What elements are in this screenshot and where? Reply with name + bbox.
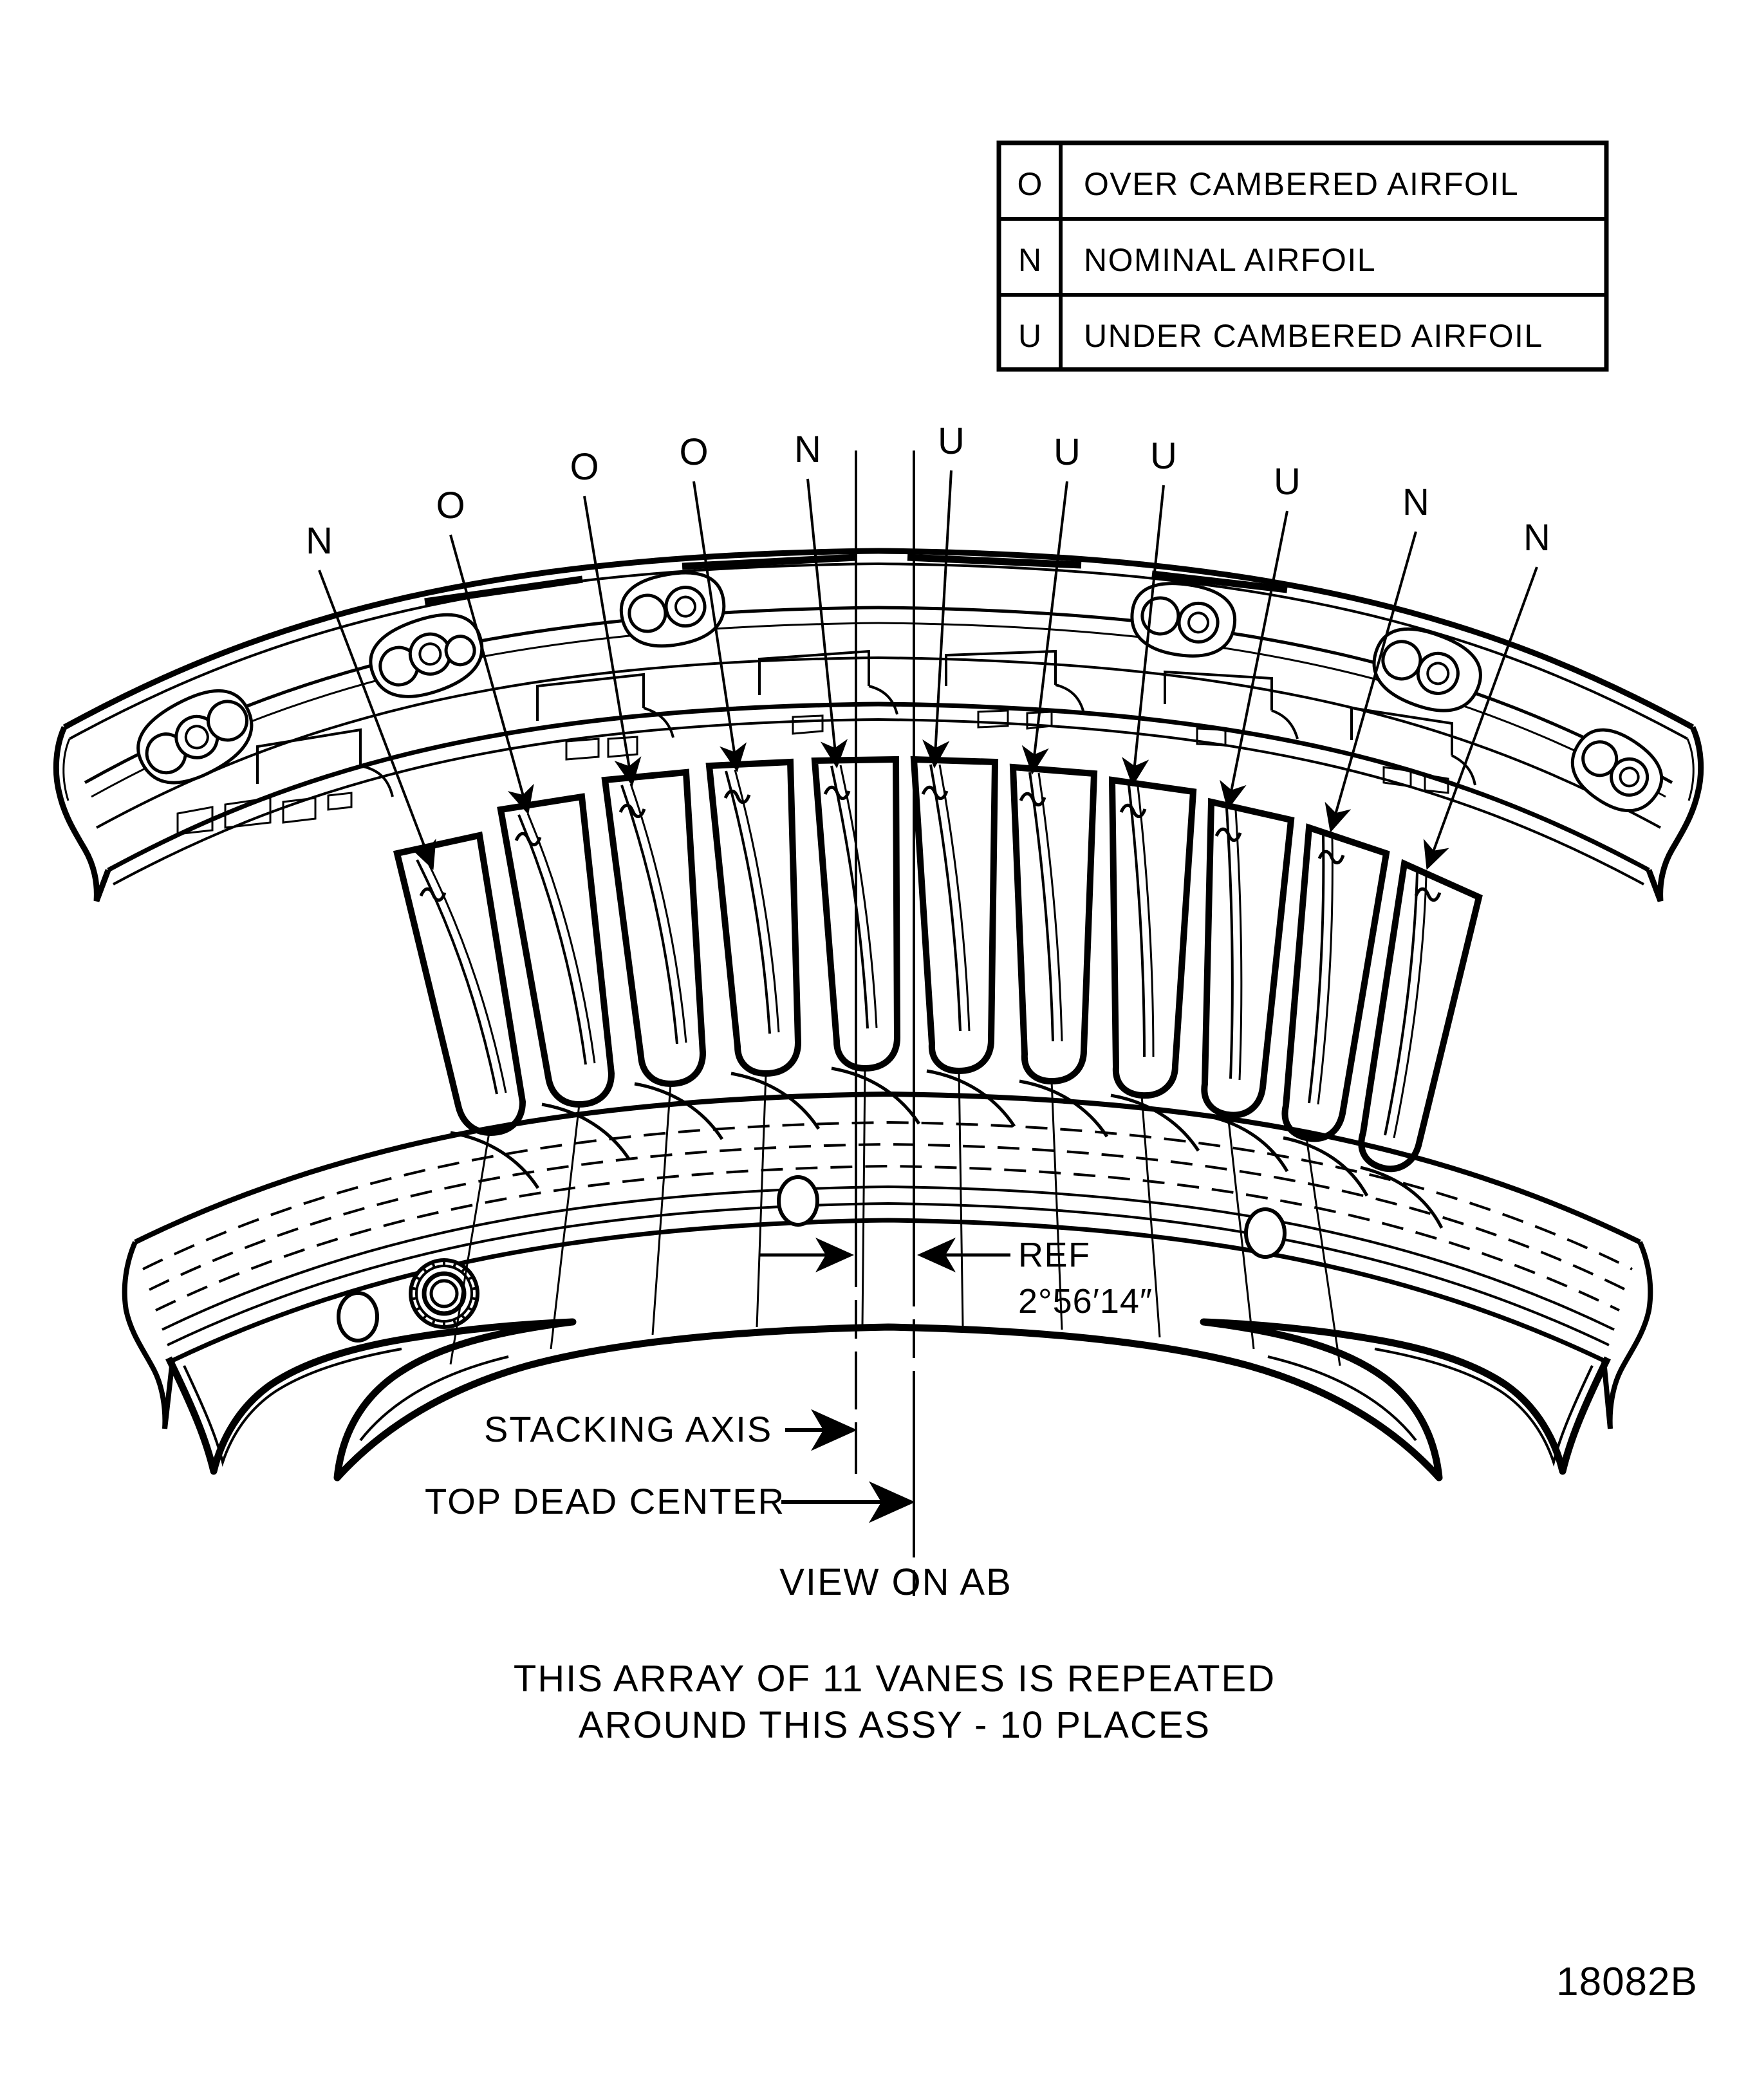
vane-assembly-drawing: N O O O N U U U U N N REF 2°56′14″ STACKING AXIS T… <box>53 420 1704 1596</box>
inner-shroud-rim <box>122 1091 1653 1482</box>
legend-desc-1: NOMINAL AIRFOIL <box>1084 242 1376 278</box>
vane-callout-leader-2 <box>449 534 534 815</box>
bolt-boss-cluster <box>136 571 1664 813</box>
note-line-1: THIS ARRAY OF 11 VANES IS REPEATED <box>514 1658 1276 1700</box>
rim-hole <box>777 1175 819 1227</box>
vane-callout-leader-4 <box>693 481 747 772</box>
legend-desc-2: UNDER CAMBERED AIRFOIL <box>1084 318 1543 354</box>
reference-axes <box>855 451 915 1596</box>
vane-tilde-mark-1 <box>419 887 447 902</box>
vane-callout-leader-1 <box>318 570 436 870</box>
legend-code-0: O <box>1018 166 1043 202</box>
outer-casing-band <box>53 548 1704 902</box>
vane-callout-labels: N O O O N U U U U N N <box>306 420 1550 562</box>
vane-tilde-mark-8 <box>1119 803 1147 819</box>
vane-array <box>393 756 1483 1229</box>
ref-angle-dimension: REF 2°56′14″ <box>759 1236 1153 1321</box>
top-dead-center-callout: TOP DEAD CENTER <box>425 1481 915 1523</box>
vane-tilde-mark-9 <box>1214 827 1242 842</box>
vane-callout-leader-10 <box>1325 531 1417 833</box>
vane-callout-leader-5 <box>806 478 848 768</box>
vane-projection-lines <box>449 1068 1341 1366</box>
vane-callout-code-6: U <box>938 420 965 462</box>
figure-number: 18082B <box>1556 1960 1698 2004</box>
ref-value: 2°56′14″ <box>1018 1282 1153 1321</box>
vane-callout-leader-11 <box>1423 566 1538 870</box>
legend-code-1: N <box>1018 242 1041 278</box>
vane-callout-code-5: N <box>794 429 821 470</box>
vane-blade <box>393 831 540 1189</box>
vane-callout-code-7: U <box>1054 431 1081 473</box>
vane-callout-code-1: N <box>306 520 333 562</box>
vane-tilde-mark-4 <box>723 789 751 804</box>
top-dead-center-label: TOP DEAD CENTER <box>425 1481 785 1521</box>
splined-bushing <box>409 1258 479 1329</box>
vane-blade <box>497 793 631 1161</box>
vane-tilde-mark-11 <box>1414 887 1442 902</box>
vane-callout-code-2: O <box>436 485 465 526</box>
legend-code-2: U <box>1018 318 1041 354</box>
stacking-axis-callout: STACKING AXIS <box>484 1409 857 1451</box>
vane-tilde-mark-5 <box>823 785 851 801</box>
vane-callout-leader-8 <box>1122 485 1165 786</box>
legend-desc-0: OVER CAMBERED AIRFOIL <box>1084 166 1519 202</box>
vane-callout-code-3: O <box>570 446 599 488</box>
vane-callout-code-9: U <box>1274 461 1301 503</box>
rim-hole <box>1244 1207 1287 1259</box>
rim-hole <box>337 1291 379 1343</box>
vane-callout-code-10: N <box>1402 481 1429 523</box>
vane-tilde-mark-10 <box>1317 850 1345 865</box>
vane-callout-leader-6 <box>922 470 953 768</box>
ref-label: REF <box>1018 1236 1091 1274</box>
vane-tilde-mark-3 <box>618 803 646 819</box>
vane-callout-leader-7 <box>1021 481 1068 775</box>
vane-callout-leaders <box>318 470 1538 902</box>
vane-callout-code-8: U <box>1150 435 1177 477</box>
note-line-2: AROUND THIS ASSY - 10 PLACES <box>579 1704 1211 1746</box>
view-caption: VIEW ON AB <box>779 1561 1012 1603</box>
vane-callout-leader-3 <box>583 496 642 786</box>
legend-table: O OVER CAMBERED AIRFOIL N NOMINAL AIRFOI… <box>996 140 1609 372</box>
vane-tilde-mark-7 <box>1019 792 1046 807</box>
stacking-axis-label: STACKING AXIS <box>484 1409 772 1449</box>
vane-tilde-mark-6 <box>921 785 949 801</box>
vane-callout-code-4: O <box>679 431 708 473</box>
vane-tilde-mark-2 <box>514 832 542 847</box>
vane-callout-leader-9 <box>1220 510 1288 810</box>
vane-callout-code-11: N <box>1523 517 1550 559</box>
